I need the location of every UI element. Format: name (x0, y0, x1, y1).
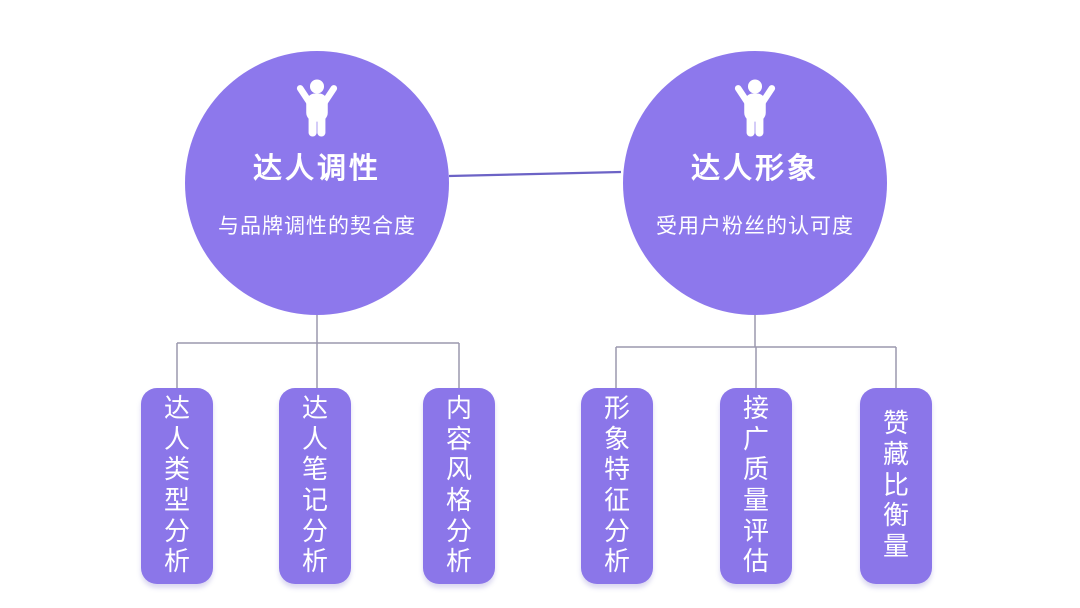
pill-talent-notes-analysis: 达人笔记分析 (279, 388, 351, 584)
node-talent-tonality: 达人调性 与品牌调性的契合度 (185, 51, 449, 315)
pill-label: 赞藏比衡量 (882, 409, 909, 562)
pill-ad-quality-evaluation: 接广质量评估 (720, 388, 792, 584)
pill-label: 接广质量评估 (742, 393, 769, 578)
node-subtitle: 与品牌调性的契合度 (218, 214, 416, 238)
pill-label: 内容风格分析 (445, 393, 472, 578)
node-title: 达人形象 (690, 151, 819, 185)
cheering-person-icon (734, 79, 776, 137)
pill-image-feature-analysis: 形象特征分析 (581, 388, 653, 584)
circle-link-line (448, 170, 622, 178)
node-title: 达人调性 (252, 151, 381, 185)
pill-talent-type-analysis: 达人类型分析 (141, 388, 213, 584)
pill-label: 达人笔记分析 (301, 393, 328, 578)
node-subtitle: 受用户粉丝的认可度 (656, 214, 854, 238)
cheering-person-icon (296, 79, 338, 137)
node-talent-image: 达人形象 受用户粉丝的认可度 (623, 51, 887, 315)
pill-label: 达人类型分析 (163, 393, 190, 578)
pill-like-collect-ratio-measure: 赞藏比衡量 (860, 388, 932, 584)
pill-label: 形象特征分析 (603, 393, 630, 578)
pill-content-style-analysis: 内容风格分析 (423, 388, 495, 584)
